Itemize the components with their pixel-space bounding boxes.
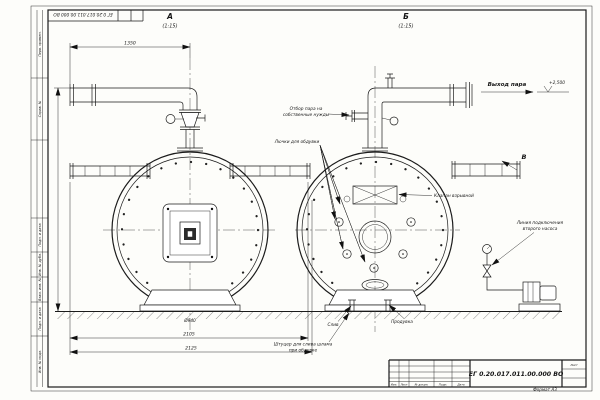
view-a-steam-piping [69, 84, 206, 152]
dim-2125: 2125 [185, 346, 197, 352]
dim-1350: 1350 [124, 41, 136, 47]
pump-station [482, 244, 561, 312]
saddle-support-b [324, 289, 426, 312]
callout-blowdown: Продувка [391, 319, 413, 325]
callout-explosion-valve: Клапан взрывной [434, 193, 474, 199]
explosion-valve-port [352, 185, 398, 205]
callout-blow-hatches: Лючки для обдувки [274, 139, 320, 145]
drain-fittings [348, 299, 392, 311]
elevation-mark: +2,500 [537, 80, 569, 93]
blower-rail-left [69, 163, 151, 179]
stop-valve-a [180, 112, 200, 128]
view-b: Б (1:15) [295, 12, 561, 332]
callout-drain: Слив [327, 322, 339, 328]
callout-steam-outlet: Выход пара [488, 82, 527, 88]
view-a-scale: (1:15) [162, 24, 177, 30]
frame-label-1: Справ. № [38, 100, 42, 117]
furnace-door [162, 203, 218, 263]
pressure-gauge-b [389, 116, 399, 126]
blower-rail-view-b [451, 161, 521, 179]
dim-diameter: Ø940 [183, 317, 196, 324]
titleblock-col-1: Лист [399, 382, 407, 386]
titleblock-col-3: Подп. [439, 382, 448, 386]
view-a-label: А [166, 12, 173, 21]
titleblock-col-4: Дата [456, 382, 465, 386]
titleblock-col-0: Изм. [391, 382, 398, 386]
titleblock-code: ЕГ 0.20.017.011.00.000 ВО [469, 371, 564, 378]
frame-label-0: Перв. примен. [38, 31, 42, 56]
frame-label-6: Инв. № подл. [38, 350, 42, 373]
top-stamp-code: ЕГ 0.20.017.011.00.000 ВО [53, 11, 113, 17]
view-b-label: Б [403, 12, 409, 21]
titleblock-col-2: № докум. [414, 382, 429, 386]
saddle-support-a [139, 289, 241, 312]
elevation-value: +2,500 [549, 80, 565, 86]
frame-label-3: Инв. № дубл. [38, 253, 42, 276]
valve-pump-line [482, 264, 492, 272]
titleblock-sheet-label: Лист [569, 363, 578, 367]
frame-label-2: Подп. и дата [38, 223, 42, 246]
frame-label-4: Взам. инв. № [38, 278, 42, 301]
callout-sludge-1: Штуцер для слива шлама [274, 342, 333, 348]
callout-sludge-2: при обдувке [289, 348, 318, 354]
blow-hatch-openings [334, 195, 416, 273]
callout-own-needs-1: Отбор пара на [290, 106, 323, 112]
pressure-gauge-pump [482, 244, 492, 254]
pressure-gauge-a [165, 114, 176, 124]
dimensions-a: 1350 2105 2125 Ø940 [54, 41, 313, 355]
sheet-frame: Перв. примен. Справ. № Подп. и дата Инв.… [30, 5, 593, 392]
feed-pump [518, 281, 561, 312]
view-b-scale: (1:15) [398, 24, 413, 30]
top-stamp: ЕГ 0.20.017.011.00.000 ВО [48, 10, 144, 22]
format-note: Формат А3 [533, 387, 557, 392]
callout-pump-line-2: второго насоса [523, 227, 558, 232]
dim-2105: 2105 [183, 332, 195, 338]
blower-rail-right [229, 163, 311, 179]
view-v-label: В [522, 153, 527, 161]
frame-label-5: Подп. и дата [38, 307, 42, 330]
furnace-tube-opening [358, 220, 392, 254]
ground-line [55, 311, 562, 319]
view-a: А (1:15) [54, 12, 313, 355]
callout-own-needs-2: собственные нужды [283, 112, 330, 118]
view-b-steam-piping [345, 73, 473, 152]
callouts: Отбор пара на собственные нужды Лючки дл… [274, 80, 569, 354]
callout-pump-line-1: Линия подключения [516, 220, 564, 226]
title-block: Изм. Лист № докум. Подп. Дата ЕГ 0.20.01… [388, 359, 586, 392]
